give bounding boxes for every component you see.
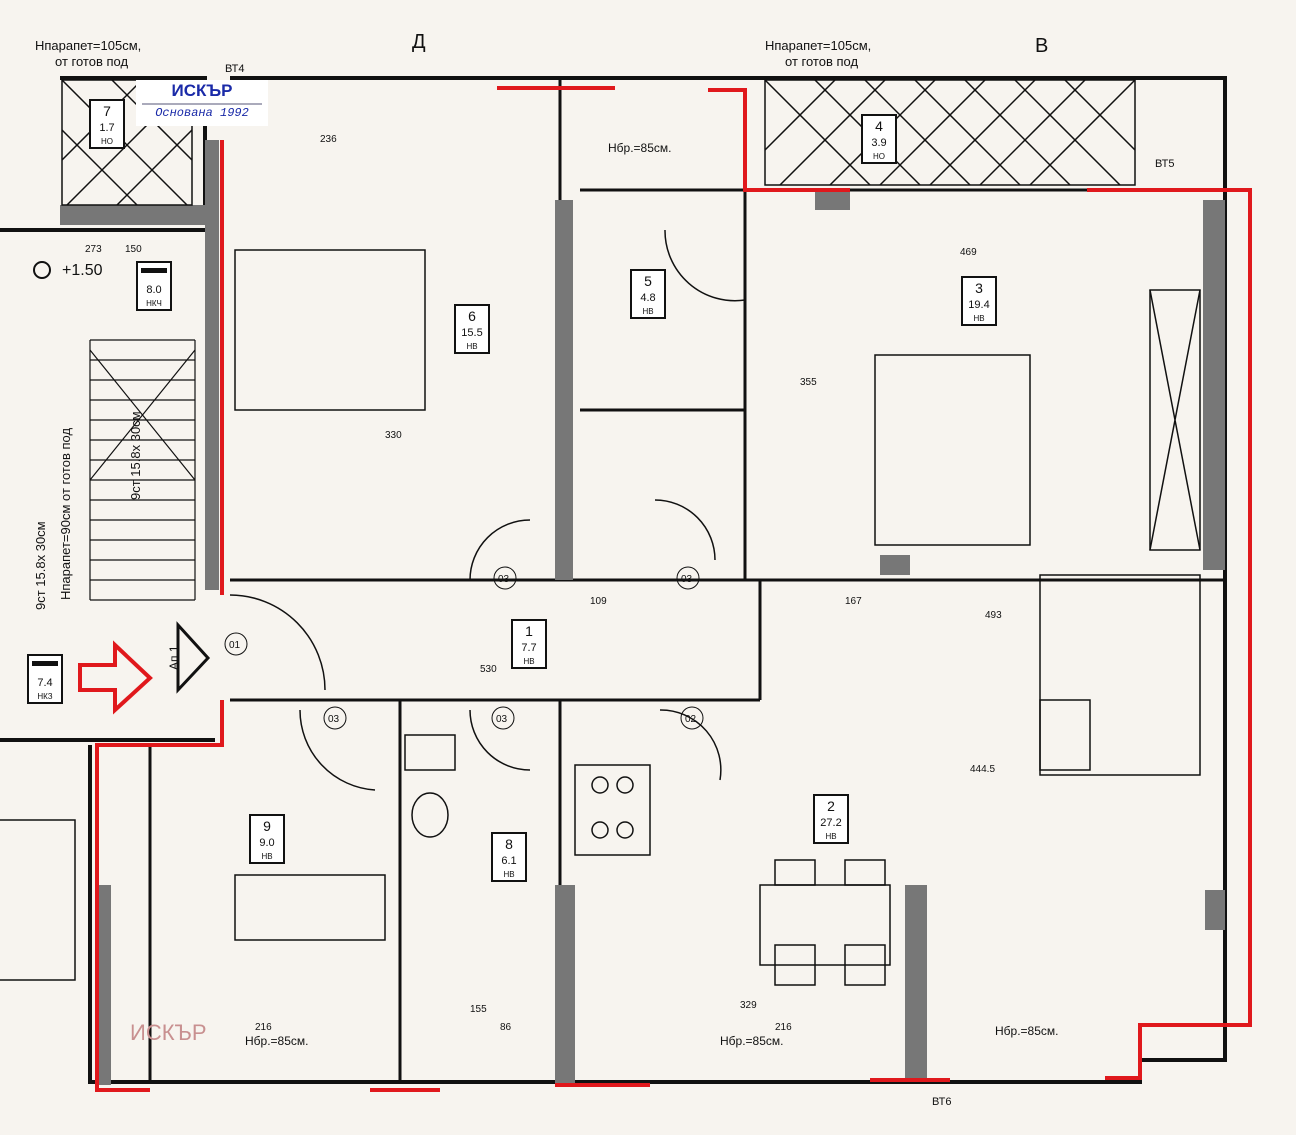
window-sill-note: Нбр.=85см. xyxy=(245,1034,309,1048)
dimension: 167 xyxy=(845,596,862,607)
dimension-labels: 236 273 150 330 530 109 167 493 329 2 1 6 … xyxy=(85,134,1002,1033)
dimension: 155 xyxy=(470,1004,487,1015)
svg-text:3: 3 xyxy=(975,280,983,296)
door-tag: 03 xyxy=(498,574,510,585)
door-tags: 01 02 03 03 03 03 xyxy=(224,566,704,730)
svg-text:6: 6 xyxy=(468,308,476,324)
room-tag-8: 8 6.1НВ xyxy=(491,832,527,882)
svg-text:15.5: 15.5 xyxy=(461,327,482,339)
dimension: 355 xyxy=(800,377,817,388)
svg-text:19.4: 19.4 xyxy=(968,299,989,311)
staircase xyxy=(89,339,196,601)
svg-text:8: 8 xyxy=(505,836,513,852)
apartment-marker-icon xyxy=(176,621,211,694)
logo-name: ИСКЪР xyxy=(171,81,233,100)
dimension: 444.5 xyxy=(970,764,995,775)
dimension: 216 xyxy=(775,1022,792,1033)
dimension: 236 xyxy=(320,134,337,145)
svg-text:3.9: 3.9 xyxy=(871,137,886,149)
watermark: ИСКЪР xyxy=(130,1020,207,1045)
svg-text:9: 9 xyxy=(263,818,271,834)
door-tag: 03 xyxy=(496,714,508,725)
stair-parapet-note: Нпарапет=90см от готов под xyxy=(58,428,73,600)
point-vt5: ВТ5 xyxy=(1155,158,1174,170)
svg-text:27.2: 27.2 xyxy=(820,817,841,829)
logo-divider xyxy=(142,103,262,105)
entrance-arrow-icon xyxy=(78,640,153,715)
parapet-note-right-2: от готов под xyxy=(785,54,858,69)
room-tag-3: 3 19.4НВ xyxy=(961,276,997,326)
dimension: 469 xyxy=(960,247,977,258)
dimension: 273 xyxy=(85,244,102,255)
room-tag-2: 2 27.2НВ xyxy=(813,794,849,844)
door-tag: 01 xyxy=(229,640,241,651)
window-sill-note-4: Нбр.=85см. xyxy=(608,141,672,155)
room-tags: 17.7НВ 227.2НВ 319.4НВ 43.9НО 54.8НВ 615… xyxy=(27,99,997,882)
room-tag-7: 7 1.7НО xyxy=(89,99,125,149)
svg-text:4.8: 4.8 xyxy=(640,292,655,304)
svg-text:НВ: НВ xyxy=(466,342,477,351)
svg-text:6.1: 6.1 xyxy=(501,855,516,867)
dimension: 150 xyxy=(125,244,142,255)
room-tag-4: 4 3.9НО xyxy=(861,114,897,164)
svg-text:НВ: НВ xyxy=(261,852,272,861)
dimension: 530 xyxy=(480,664,497,675)
svg-text:1: 1 xyxy=(525,623,533,639)
svg-text:НВ: НВ xyxy=(503,870,514,879)
svg-text:НВ: НВ xyxy=(642,307,653,316)
svg-text:8.0: 8.0 xyxy=(146,284,161,296)
window-sill-note-2: Нбр.=85см. xyxy=(720,1034,784,1048)
svg-text:1.7: 1.7 xyxy=(99,122,114,134)
svg-text:2: 2 xyxy=(827,798,835,814)
axis-d: Д xyxy=(412,31,426,53)
parapet-note-left-2: от готов под xyxy=(55,54,128,69)
room-tag-5: 5 4.8НВ xyxy=(630,269,666,319)
dimension: 493 xyxy=(985,610,1002,621)
logo-subtitle: Основана 1992 xyxy=(155,106,249,120)
point-vt6: ВТ6 xyxy=(932,1096,951,1108)
svg-text:НКЧ: НКЧ xyxy=(146,299,162,308)
svg-text:НВ: НВ xyxy=(973,314,984,323)
stair-steps-1: 9ст 15.8х 30см xyxy=(33,521,48,610)
svg-text:4: 4 xyxy=(875,118,883,134)
svg-text:5: 5 xyxy=(644,273,652,289)
door-swings xyxy=(229,229,746,791)
svg-text:НО: НО xyxy=(873,152,885,161)
parapet-note-right: Нпарапет=105см, xyxy=(765,38,871,53)
window-sill-note-3: Нбр.=85см. xyxy=(995,1024,1059,1038)
axis-v: В xyxy=(1035,35,1048,57)
svg-text:7.4: 7.4 xyxy=(37,677,52,689)
svg-text:7.7: 7.7 xyxy=(521,642,536,654)
room-tag-1: 1 7.7НВ xyxy=(511,619,547,669)
furniture xyxy=(0,249,1201,986)
dimension: 329 xyxy=(740,1000,757,1011)
apartment-label: Ап.1 xyxy=(167,645,181,670)
svg-text:НВ: НВ xyxy=(825,832,836,841)
point-vt4: ВТ4 xyxy=(225,63,244,75)
door-tag: 03 xyxy=(328,714,340,725)
svg-text:НО: НО xyxy=(101,137,113,146)
room-tag-6: 6 15.5НВ xyxy=(454,304,490,354)
svg-text:НКЗ: НКЗ xyxy=(37,692,52,701)
parapet-note-left: Нпарапет=105см, xyxy=(35,38,141,53)
stair-steps-2: 9ст 15.8х 30см xyxy=(128,411,143,500)
room-tag-9: 9 9.0НВ xyxy=(249,814,285,864)
apartment-outline xyxy=(95,86,1252,1092)
door-tag: 03 xyxy=(681,574,693,585)
door-tag: 02 xyxy=(685,714,697,725)
company-logo: ИСКЪР Основана 1992 xyxy=(136,80,268,126)
balcony-4 xyxy=(764,79,1136,186)
dimension: 86 xyxy=(500,1022,512,1033)
svg-text:7: 7 xyxy=(103,103,111,119)
dimension: 109 xyxy=(590,596,607,607)
level-mark: +1.50 xyxy=(62,262,103,279)
svg-text:9.0: 9.0 xyxy=(259,837,274,849)
level-icon xyxy=(33,261,51,279)
dimension: 330 xyxy=(385,430,402,441)
svg-text:НВ: НВ xyxy=(523,657,534,666)
dimension: 216 xyxy=(255,1022,272,1033)
